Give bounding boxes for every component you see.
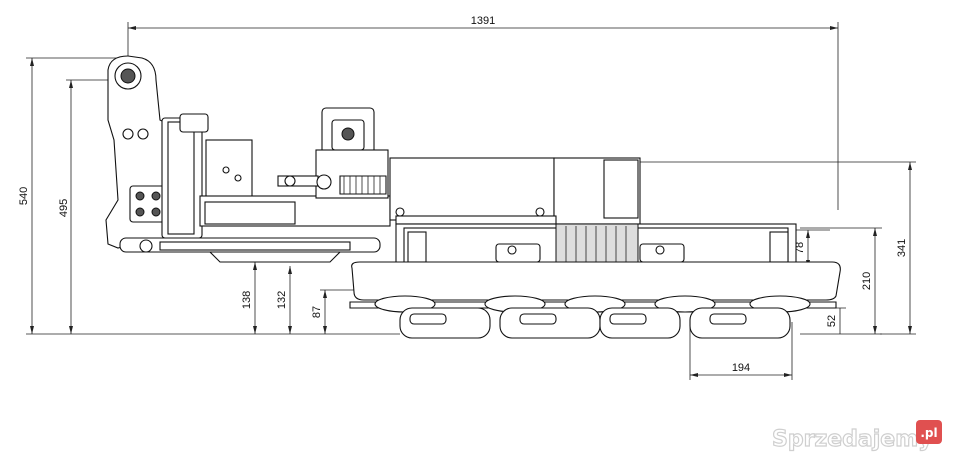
skid-plate bbox=[351, 261, 841, 301]
main-frame bbox=[161, 113, 391, 239]
dim-210: 210 bbox=[861, 272, 873, 290]
upper-housing bbox=[389, 157, 641, 225]
watermark-badge-text: .pl bbox=[920, 426, 937, 440]
cutting-discs bbox=[349, 295, 837, 339]
dim-disc-spacing: 194 bbox=[732, 362, 750, 374]
watermark: Sprzedajemy .pl bbox=[771, 420, 942, 453]
lower-link bbox=[119, 237, 381, 263]
dim-341: 341 bbox=[896, 239, 908, 257]
dim-hitch-height: 495 bbox=[58, 199, 70, 217]
gearbox bbox=[277, 107, 389, 199]
cutter-bar-housing bbox=[395, 223, 797, 269]
hinge-details bbox=[495, 243, 685, 263]
watermark-badge bbox=[916, 420, 942, 444]
dim-overall-length: 1391 bbox=[471, 15, 495, 27]
dim-132: 132 bbox=[276, 291, 288, 309]
dimension-labels: 1391 540 495 138 132 87 78 210 341 52 19… bbox=[18, 15, 908, 374]
watermark-brand: Sprzedajemy bbox=[772, 427, 933, 452]
dim-87: 87 bbox=[311, 306, 323, 318]
mower-machine bbox=[105, 55, 841, 339]
dim-overall-height: 540 bbox=[18, 187, 30, 205]
dim-138: 138 bbox=[241, 291, 253, 309]
dim-52: 52 bbox=[826, 315, 838, 327]
dim-78: 78 bbox=[794, 242, 806, 254]
